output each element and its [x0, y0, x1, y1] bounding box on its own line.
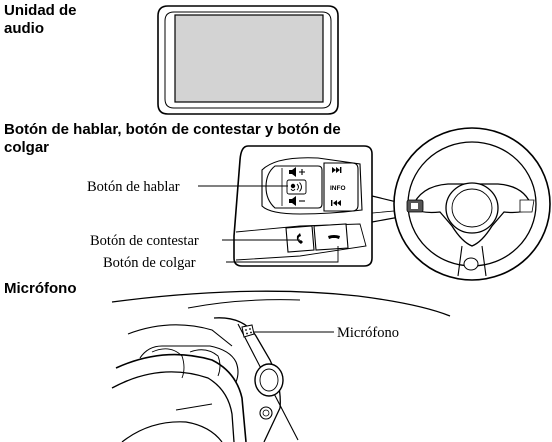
microphone-icon [241, 324, 255, 338]
buttons-heading-line2: colgar [4, 139, 50, 156]
audio-unit-heading: Unidad de audio [4, 2, 77, 38]
microphone-heading: Micrófono [4, 280, 77, 297]
audio-unit-heading-line2: audio [4, 20, 44, 37]
pickup-phone-icon [296, 233, 303, 244]
seek-up-icon [332, 167, 342, 173]
pickup-callout-label: Botón de contestar [90, 233, 199, 249]
cabin-illustration [111, 290, 451, 442]
talk-icon [290, 182, 302, 192]
info-button[interactable]: INFO [330, 185, 346, 192]
volume-up-icon [289, 167, 305, 177]
steering-wheel [393, 127, 551, 281]
microphone-callout-label: Micrófono [337, 325, 399, 341]
volume-down-icon [289, 196, 305, 206]
talk-button[interactable] [286, 179, 307, 195]
talk-callout-label: Botón de hablar [87, 179, 180, 195]
hangup-callout-line [226, 246, 339, 263]
audio-unit-display [157, 5, 339, 115]
buttons-heading-line1: Botón de hablar, botón de contestar y bo… [4, 121, 341, 138]
hangup-phone-icon [328, 235, 340, 239]
steering-switch-closeup: INFO [233, 145, 373, 267]
hangup-callout-label: Botón de colgar [103, 255, 196, 271]
info-label: INFO [330, 185, 346, 192]
pickup-button[interactable] [285, 225, 315, 253]
audio-unit-heading-line1: Unidad de [4, 2, 77, 19]
seek-down-icon [331, 200, 341, 206]
buttons-heading: Botón de hablar, botón de contestar y bo… [4, 121, 341, 157]
